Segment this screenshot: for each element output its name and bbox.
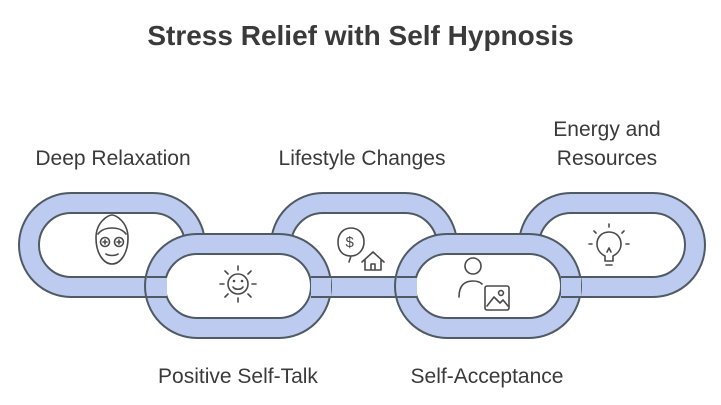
diagram-title: Stress Relief with Self Hypnosis [147, 20, 574, 51]
link-label-energy-and-resources: Energy and Resources [553, 118, 661, 170]
smiling-sun-icon [219, 265, 257, 303]
link-label-self-acceptance: Self-Acceptance [410, 365, 564, 388]
face-mask-icon [95, 214, 129, 265]
link-label-positive-self-talk: Positive Self-Talk [158, 365, 318, 388]
money-house-icon: $ [337, 227, 385, 271]
chain-link-2 [144, 233, 332, 339]
link-label-lifestyle-changes: Lifestyle Changes [278, 147, 446, 170]
lightbulb-icon [588, 223, 630, 266]
person-image-icon [458, 257, 510, 311]
dollar-sign: $ [346, 234, 355, 251]
link-label-deep-relaxation: Deep Relaxation [35, 147, 191, 170]
chain-interlock-overlaps [147, 276, 581, 298]
